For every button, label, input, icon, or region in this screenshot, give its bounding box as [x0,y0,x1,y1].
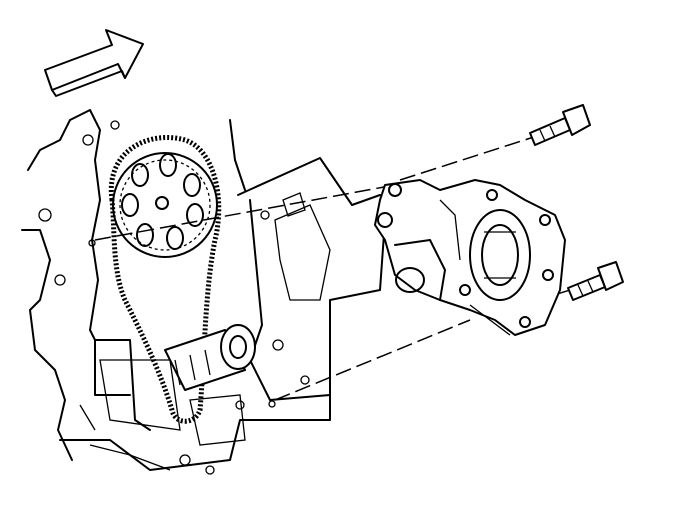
direction-arrow-icon [44,29,144,97]
crankshaft-sprocket [164,324,256,391]
bolt-lower-icon [567,261,624,301]
timing-chain-sprocket [108,135,222,424]
bolt-upper-icon [529,104,591,146]
oil-pump [374,179,566,336]
engine-block [21,109,386,475]
